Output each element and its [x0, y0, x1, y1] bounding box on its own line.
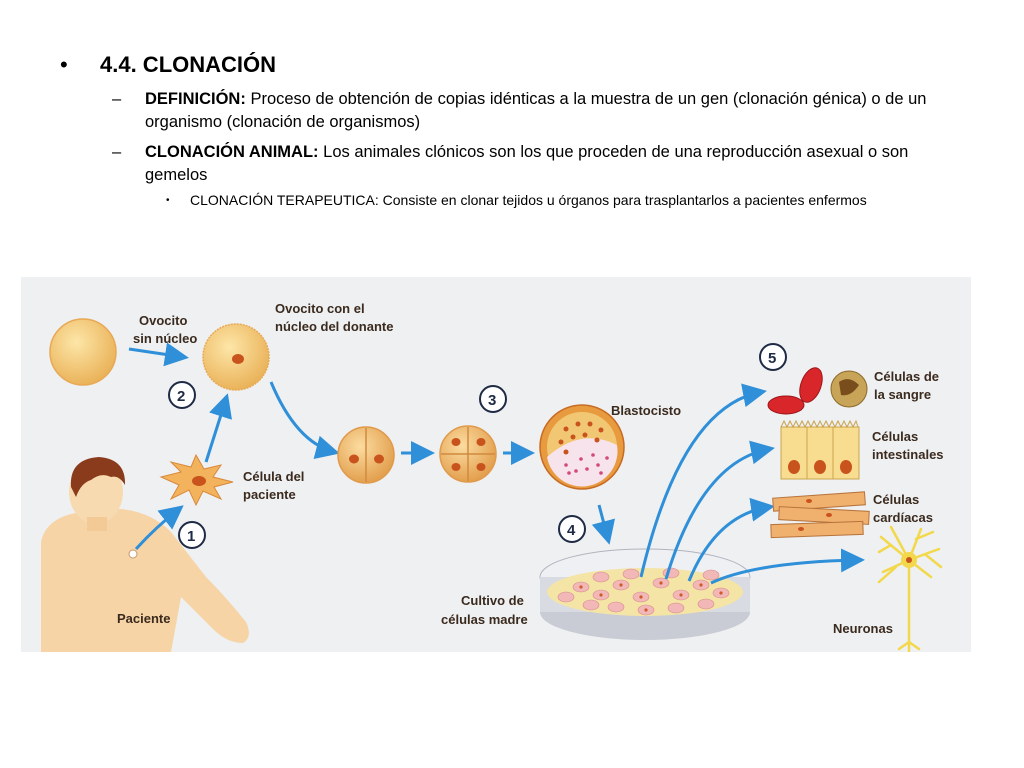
step-4-circle — [558, 515, 586, 543]
intestinal-cells — [780, 419, 860, 480]
blood-cells — [767, 367, 868, 415]
dash: – — [112, 143, 122, 161]
enucleated-oocyte — [49, 318, 117, 386]
donor-nucleus — [232, 354, 244, 364]
neuron-nucleus — [906, 557, 912, 563]
arrow-patient — [134, 505, 184, 551]
label-intestinal-2: intestinales — [872, 447, 944, 462]
stem-cell-culture-dish — [539, 548, 751, 640]
label-neurons: Neuronas — [833, 621, 893, 636]
step-1: 1 — [187, 528, 195, 545]
animal-cloning-text: CLONACIÓN ANIMAL: Los animales clónicos … — [145, 141, 975, 187]
label-patient-cell-1: Célula del — [243, 469, 304, 484]
animal-cloning-term: CLONACIÓN ANIMAL: — [145, 143, 319, 161]
step-5: 5 — [768, 350, 776, 367]
label-blastocyst: Blastocisto — [611, 403, 681, 418]
label-blood-2: la sangre — [874, 387, 931, 402]
label-intestinal-1: Células — [872, 429, 918, 444]
cloning-diagram-svg: Ovocito sin núcleo Ovocito con el núcleo… — [41, 301, 944, 652]
heading-bullet: • — [60, 52, 68, 77]
dash: – — [112, 90, 122, 108]
cardiac-cells — [770, 491, 870, 539]
arrow-to-culture — [591, 504, 615, 545]
two-cell-embryo — [337, 426, 395, 484]
neuron — [877, 525, 943, 652]
blastocyst — [539, 404, 625, 490]
step-4: 4 — [567, 522, 576, 539]
label-oocyte-1: Ovocito — [139, 313, 187, 328]
step-2: 2 — [177, 388, 185, 405]
sub-bullet: • — [166, 195, 170, 206]
arrow-to-blood — [639, 383, 767, 578]
label-cardiac-1: Células — [873, 492, 919, 507]
step-1-circle — [178, 521, 206, 549]
arrow-to-two-cell — [269, 381, 340, 460]
animal-cloning-body: Los animales clónicos son los que proced… — [145, 143, 909, 184]
label-oocyte-donor-1: Ovocito con el — [275, 301, 365, 316]
arrow-to-cardiac — [687, 497, 775, 582]
arrow-cell-to-oocyte — [204, 393, 232, 463]
four-cell-embryo — [439, 425, 497, 483]
label-culture-2: células madre — [441, 612, 528, 627]
step-3-circle — [479, 385, 507, 413]
arrow-to-intestinal — [664, 440, 775, 580]
step-2-circle — [168, 381, 196, 409]
cloning-diagram: Ovocito sin núcleo Ovocito con el núcleo… — [21, 277, 971, 652]
patient-figure — [41, 457, 249, 652]
definition-text: DEFINICIÓN: Proceso de obtención de copi… — [145, 88, 975, 134]
step-5-circle — [759, 343, 787, 371]
therapeutic-cloning-text: CLONACIÓN TERAPEUTICA: Consiste en clona… — [190, 192, 867, 208]
step-3: 3 — [488, 392, 496, 409]
label-cardiac-2: cardíacas — [873, 510, 933, 525]
heading-title: 4.4. CLONACIÓN — [100, 52, 277, 77]
definition-body: Proceso de obtención de copias idénticas… — [145, 90, 927, 131]
patient-cell — [159, 453, 234, 507]
definition-term: DEFINICIÓN: — [145, 90, 246, 108]
label-patient: Paciente — [117, 611, 170, 626]
label-oocyte-2: sin núcleo — [133, 331, 197, 346]
label-blood-1: Células de — [874, 369, 939, 384]
label-patient-cell-2: paciente — [243, 487, 296, 502]
label-oocyte-donor-2: núcleo del donante — [275, 319, 393, 334]
arrow-oocyte — [128, 342, 189, 367]
label-culture-1: Cultivo de — [461, 593, 524, 608]
arrow-to-neuron — [710, 548, 865, 585]
